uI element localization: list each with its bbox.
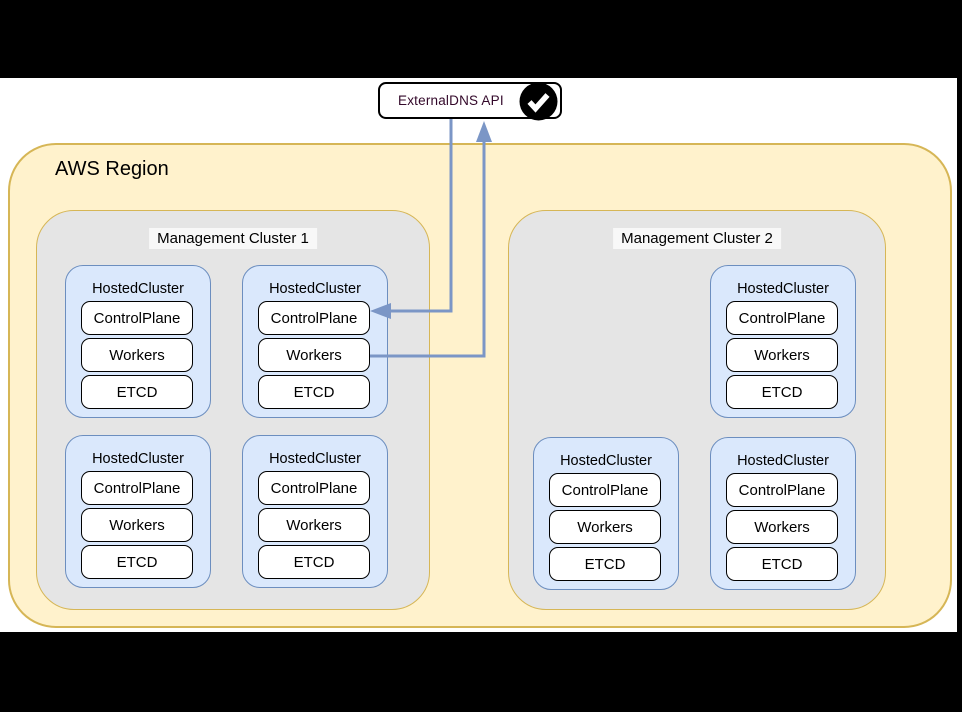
hosted-cluster-title: HostedCluster	[737, 281, 829, 297]
hosted-cluster: HostedCluster ControlPlane Workers ETCD	[710, 265, 856, 418]
controlplane-box: ControlPlane	[258, 471, 370, 505]
management-cluster-1-label: Management Cluster 1	[149, 228, 317, 249]
controlplane-box: ControlPlane	[81, 301, 193, 335]
checkmark-circle-icon	[519, 82, 558, 121]
hosted-cluster-title: HostedCluster	[92, 451, 184, 467]
externaldns-api-node: ExternalDNS API	[378, 82, 562, 121]
hosted-cluster-title: HostedCluster	[737, 453, 829, 469]
etcd-box: ETCD	[549, 547, 661, 581]
etcd-box: ETCD	[258, 375, 370, 409]
etcd-box: ETCD	[726, 375, 838, 409]
hosted-cluster: HostedCluster ControlPlane Workers ETCD	[65, 265, 211, 418]
workers-box: Workers	[258, 338, 370, 372]
management-cluster-2-label: Management Cluster 2	[613, 228, 781, 249]
etcd-box: ETCD	[81, 375, 193, 409]
controlplane-box: ControlPlane	[549, 473, 661, 507]
workers-box: Workers	[81, 338, 193, 372]
workers-box: Workers	[726, 510, 838, 544]
letterbox-bar-bottom	[0, 632, 962, 712]
hosted-cluster: HostedCluster ControlPlane Workers ETCD	[710, 437, 856, 590]
workers-box: Workers	[258, 508, 370, 542]
etcd-box: ETCD	[258, 545, 370, 579]
workers-box: Workers	[81, 508, 193, 542]
externaldns-api-label: ExternalDNS API	[398, 93, 504, 108]
controlplane-box: ControlPlane	[81, 471, 193, 505]
hosted-cluster-title: HostedCluster	[92, 281, 184, 297]
hosted-cluster-title: HostedCluster	[269, 451, 361, 467]
letterbox-bar-top	[0, 0, 962, 78]
controlplane-box: ControlPlane	[726, 473, 838, 507]
hosted-cluster: HostedCluster ControlPlane Workers ETCD	[533, 437, 679, 590]
hosted-cluster-title: HostedCluster	[269, 281, 361, 297]
hosted-cluster-title: HostedCluster	[560, 453, 652, 469]
hosted-cluster: HostedCluster ControlPlane Workers ETCD	[242, 435, 388, 588]
aws-region-label: AWS Region	[55, 158, 169, 180]
letterbox-bar-right	[957, 0, 962, 712]
workers-box: Workers	[549, 510, 661, 544]
hosted-cluster: HostedCluster ControlPlane Workers ETCD	[65, 435, 211, 588]
controlplane-box: ControlPlane	[726, 301, 838, 335]
controlplane-box: ControlPlane	[258, 301, 370, 335]
etcd-box: ETCD	[81, 545, 193, 579]
hosted-cluster: HostedCluster ControlPlane Workers ETCD	[242, 265, 388, 418]
workers-box: Workers	[726, 338, 838, 372]
etcd-box: ETCD	[726, 547, 838, 581]
